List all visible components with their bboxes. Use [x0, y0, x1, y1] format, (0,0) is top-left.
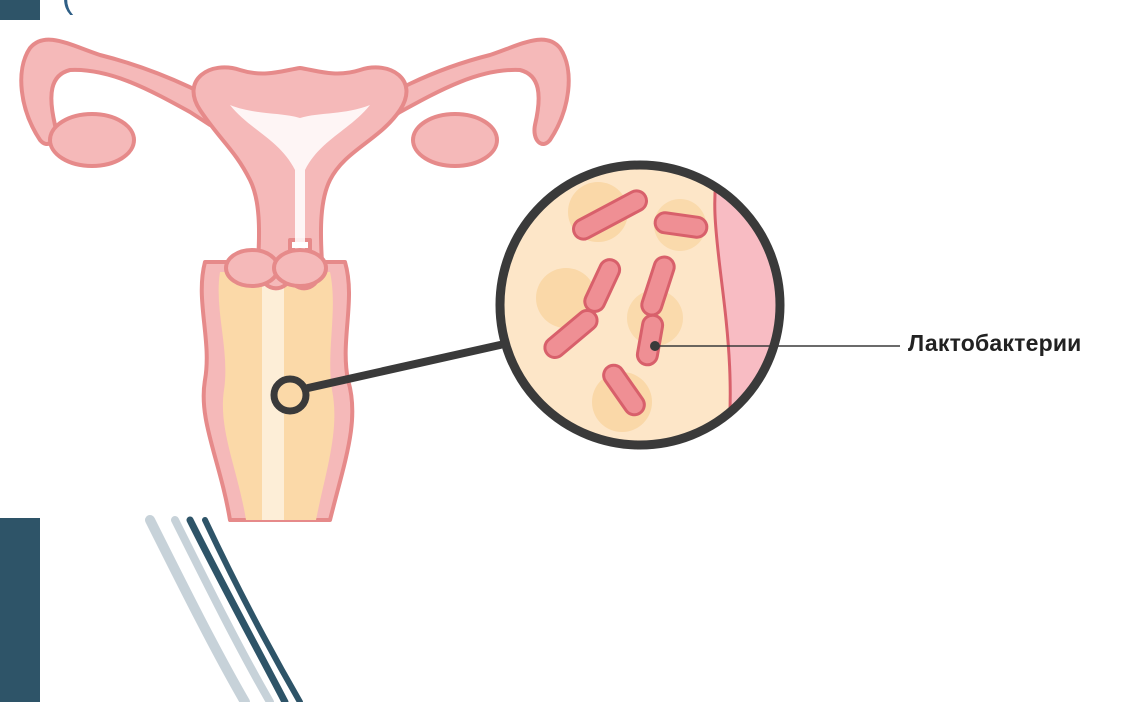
- magnifier-circle: [500, 160, 800, 470]
- callout-label-lactobacteria: Лактобактерии: [908, 330, 1082, 357]
- slide-accent-bar: [0, 518, 40, 702]
- left-ovary: [50, 114, 134, 166]
- right-ovary: [413, 114, 497, 166]
- cervix-left: [226, 250, 278, 286]
- focus-ring: [274, 379, 306, 411]
- slide-decorative-lines: [150, 520, 300, 702]
- tissue-wall: [715, 160, 800, 470]
- uterus-illustration: [21, 40, 568, 520]
- slide-accent-top: [0, 0, 40, 20]
- cervix-right: [274, 250, 326, 286]
